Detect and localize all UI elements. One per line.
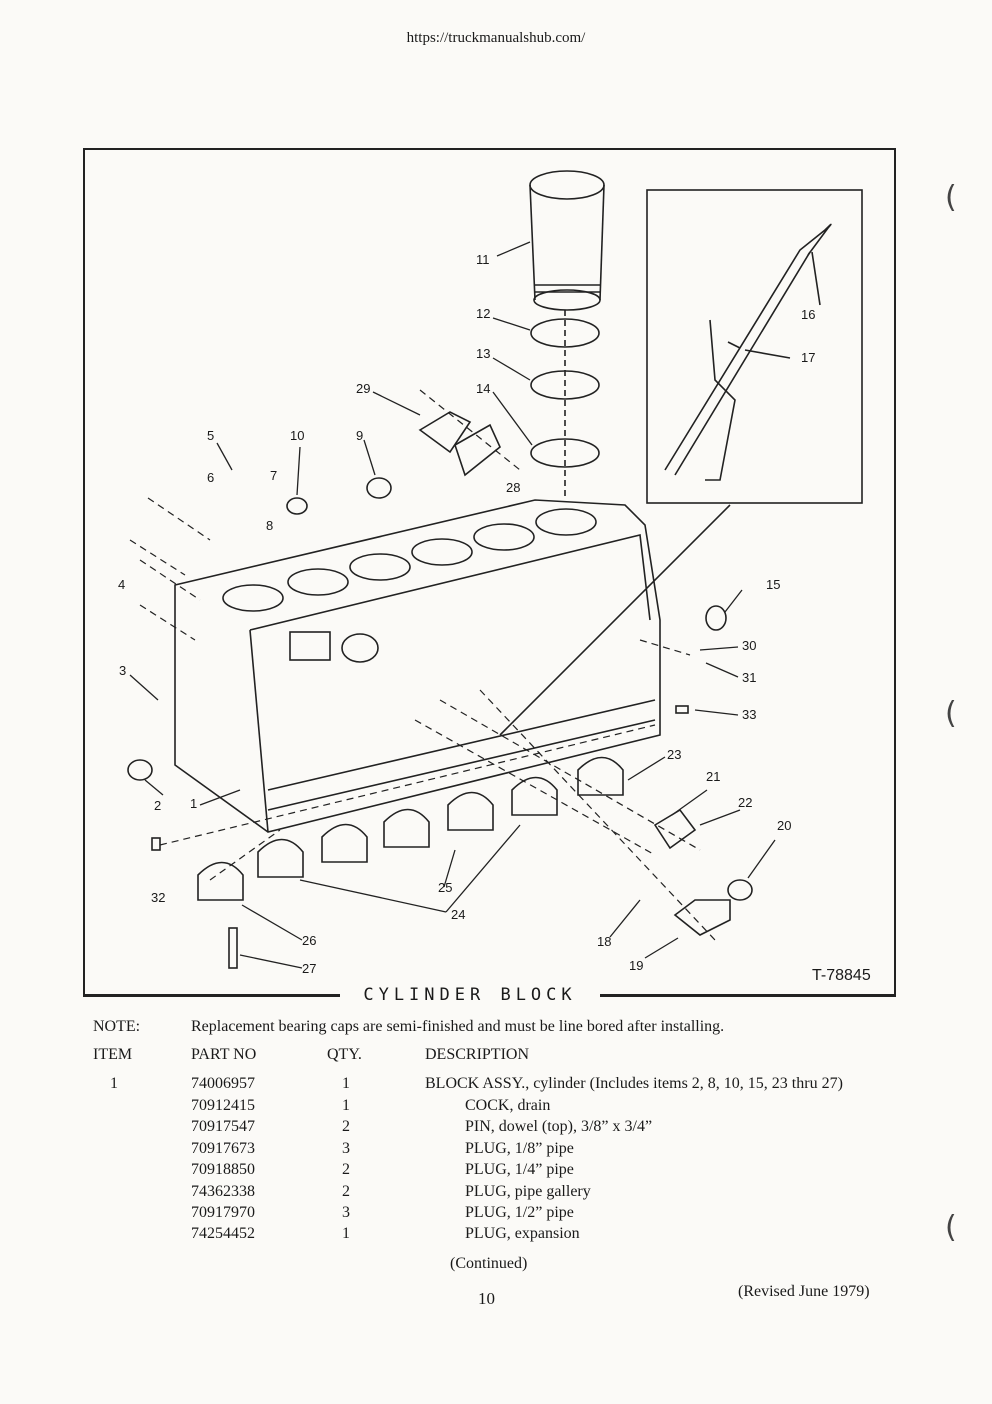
revision-date: (Revised June 1979) <box>738 1283 870 1300</box>
row-part-no: 70917673 <box>191 1140 255 1157</box>
caption-rule-right <box>583 995 896 997</box>
callout-6: 6 <box>207 470 215 485</box>
callout-19: 19 <box>629 958 644 973</box>
row-description: COCK, drain <box>465 1097 551 1114</box>
row-description: PLUG, 1/8” pipe <box>465 1140 574 1157</box>
dipstick-tube <box>705 319 736 481</box>
row-qty: 1 <box>342 1097 350 1114</box>
row-part-no: 70917547 <box>191 1118 255 1135</box>
callout-2: 2 <box>154 798 162 813</box>
column-header-item: ITEM <box>93 1046 133 1063</box>
callout-18: 18 <box>597 934 612 949</box>
note-text: Replacement bearing caps are semi-finish… <box>191 1018 725 1035</box>
row-qty: 2 <box>342 1161 350 1178</box>
callout-11: 11 <box>476 252 490 267</box>
callout-10: 10 <box>290 428 305 443</box>
callout-12: 12 <box>476 306 491 321</box>
callout-1: 1 <box>190 796 198 811</box>
row-description: PLUG, 1/4” pipe <box>465 1161 574 1178</box>
source-url: https://truckmanualshub.com/ <box>406 30 586 46</box>
row-part-no: 74254452 <box>191 1225 255 1242</box>
callout-7: 7 <box>270 468 278 483</box>
row-qty: 3 <box>342 1204 350 1221</box>
binder-mark: ( <box>945 696 957 731</box>
row-part-no: 74362338 <box>191 1183 255 1200</box>
callout-25: 25 <box>438 880 453 895</box>
callout-29: 29 <box>356 381 371 396</box>
callout-20: 20 <box>777 818 792 833</box>
row-description: BLOCK ASSY., cylinder (Includes items 2,… <box>425 1075 843 1092</box>
row-description: PIN, dowel (top), 3/8” x 3/4” <box>465 1118 653 1135</box>
row-part-no: 74006957 <box>191 1075 255 1092</box>
figure-caption: CYLINDER BLOCK <box>340 985 600 1005</box>
callout-15: 15 <box>766 577 781 592</box>
row-description: PLUG, 1/2” pipe <box>465 1204 574 1221</box>
callout-13: 13 <box>476 346 491 361</box>
callout-26: 26 <box>302 933 317 948</box>
row-part-no: 70912415 <box>191 1097 255 1114</box>
callout-24: 24 <box>451 907 466 922</box>
callout-5: 5 <box>207 428 215 443</box>
callout-9: 9 <box>356 428 364 443</box>
row-description: PLUG, expansion <box>465 1225 580 1242</box>
dipstick-inset-box <box>646 189 863 504</box>
page-number: 10 <box>478 1289 495 1308</box>
row-part-no: 70918850 <box>191 1161 255 1178</box>
binder-mark: ( <box>945 1210 957 1245</box>
callout-3: 3 <box>119 663 127 678</box>
callout-4: 4 <box>118 577 126 592</box>
callout-14: 14 <box>476 381 491 396</box>
column-header-description: DESCRIPTION <box>425 1046 530 1063</box>
row-description: PLUG, pipe gallery <box>465 1183 591 1200</box>
caption-rule-left <box>83 995 345 997</box>
callout-30: 30 <box>742 638 757 653</box>
dipstick <box>664 223 832 471</box>
callout-28: 28 <box>506 480 521 495</box>
row-part-no: 70917970 <box>191 1204 255 1221</box>
callout-27: 27 <box>302 961 317 976</box>
callout-17: 17 <box>801 350 816 365</box>
row-qty: 1 <box>342 1225 350 1242</box>
binder-mark: ( <box>945 180 957 215</box>
row-qty: 2 <box>342 1183 350 1200</box>
continued-note: (Continued) <box>450 1255 528 1272</box>
row-qty: 3 <box>342 1140 350 1157</box>
callout-23: 23 <box>667 747 682 762</box>
callout-31: 31 <box>742 670 757 685</box>
column-header-part-no: PART NO <box>191 1046 257 1063</box>
callout-8: 8 <box>266 518 274 533</box>
row-qty: 2 <box>342 1118 350 1135</box>
callout-33: 33 <box>742 707 757 722</box>
callout-22: 22 <box>738 795 753 810</box>
note-label: NOTE: <box>93 1018 141 1035</box>
callout-16: 16 <box>801 307 816 322</box>
row-item: 1 <box>110 1075 118 1092</box>
callout-21: 21 <box>706 769 721 784</box>
figure-number: T-78845 <box>812 967 871 984</box>
row-qty: 1 <box>342 1075 350 1092</box>
column-header-qty: QTY. <box>327 1046 362 1063</box>
block-outline <box>174 499 661 833</box>
callout-32: 32 <box>151 890 166 905</box>
